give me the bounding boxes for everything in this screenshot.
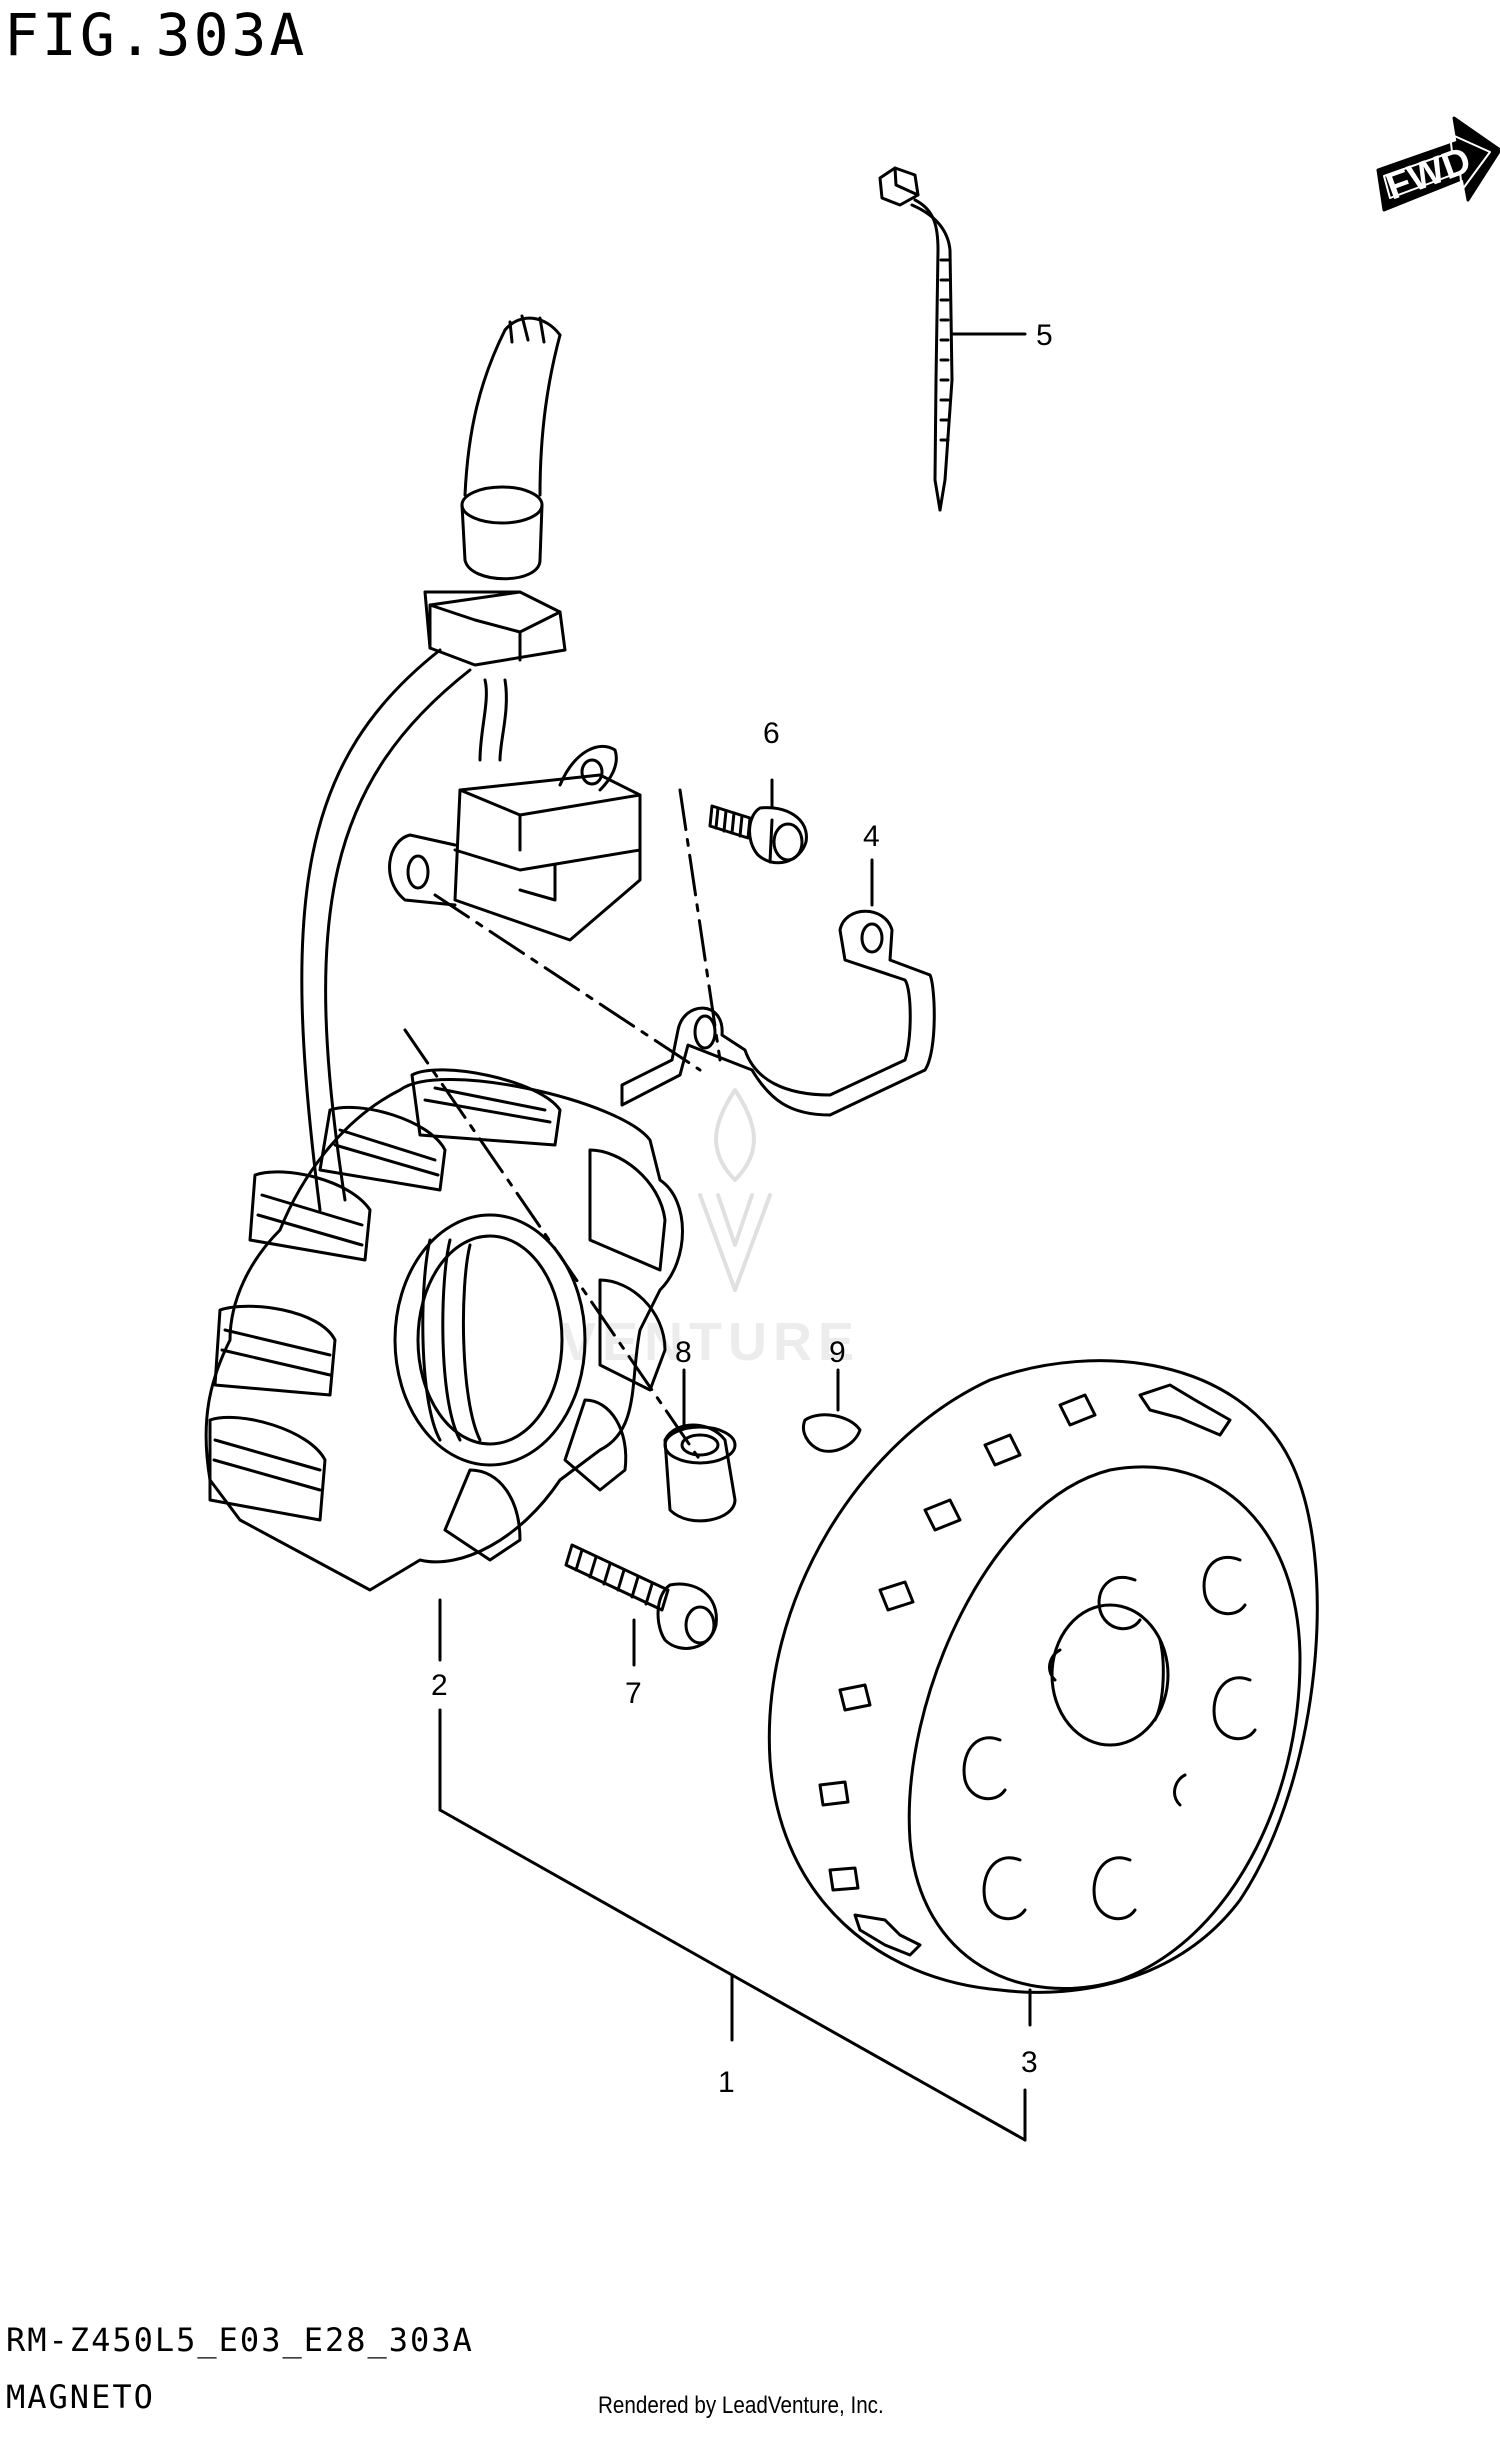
watermark: VENTURE [560,1088,860,1372]
rotor-part [767,1359,1319,2027]
watermark-text: VENTURE [560,1312,860,1372]
fwd-label: FWD [1381,139,1477,208]
callout-8: 8 [675,1336,692,1369]
assembly-bracket-lines [438,1708,1027,2142]
fwd-arrow-icon: FWD [1376,116,1500,212]
bolt-part-7 [564,1543,718,1667]
callout-6: 6 [763,717,780,750]
wire-harness-part [300,314,642,1212]
bracket-part [620,858,936,1117]
callout-9: 9 [829,1336,846,1369]
callout-5: 5 [1036,319,1053,352]
figure-title: FIG.303A [4,1,308,69]
callout-1: 1 [718,2066,735,2099]
bolt-part-6 [708,778,808,865]
stator-part [204,1068,684,1662]
callout-3: 3 [1021,2046,1038,2079]
callout-4: 4 [863,820,880,853]
rendered-by-credit: Rendered by LeadVenture, Inc. [598,2392,884,2419]
section-name: MAGNETO [6,2378,155,2416]
key-part [802,1368,862,1453]
callout-2: 2 [431,1669,448,1702]
cable-tie-part [878,166,1027,512]
model-code: RM-Z450L5_E03_E28_303A [6,2321,474,2359]
callout-7: 7 [625,1677,642,1710]
grommet-part [663,1368,737,1523]
